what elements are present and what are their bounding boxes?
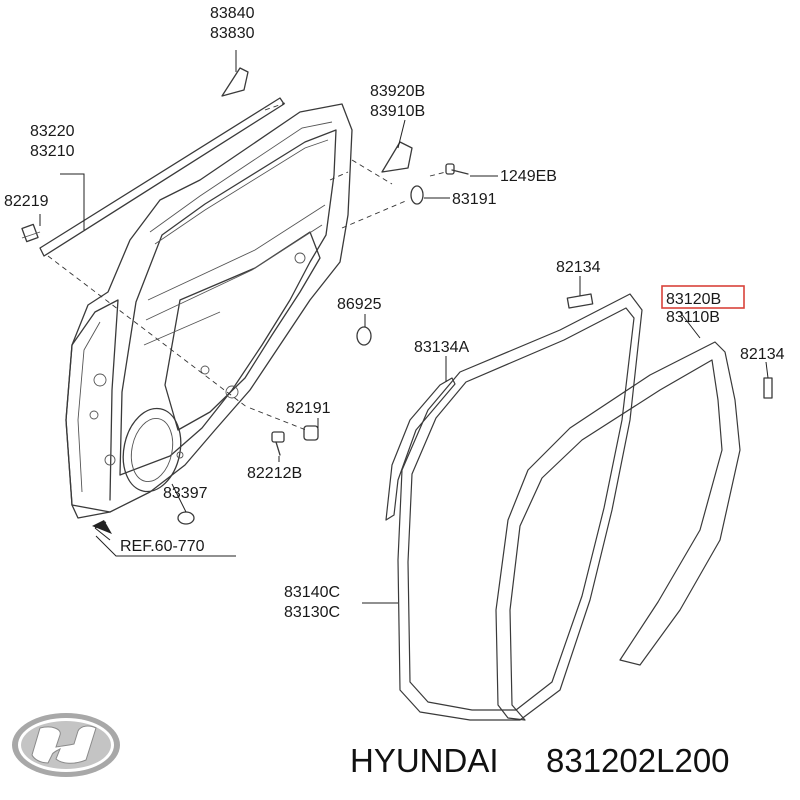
- seal-83134a-drawing: [385, 377, 456, 521]
- garnish-83840-drawing: [221, 67, 249, 97]
- label-82134-top: 82134: [556, 259, 601, 276]
- door-panel-drawing: [65, 103, 353, 519]
- screw-1249eb-drawing: [445, 163, 469, 175]
- weatherstrip-83120b-drawing: [495, 341, 741, 721]
- label-ref: REF.60-770: [120, 538, 205, 555]
- pad-82134-right-drawing: [763, 377, 773, 399]
- label-83120b[interactable]: 83120B: [666, 291, 721, 308]
- part-labels: 83840 83830 83920B 83910B 83220 83210 12…: [4, 5, 785, 621]
- label-82191: 82191: [286, 400, 331, 417]
- brand-name: HYUNDAI: [350, 742, 499, 779]
- label-83397: 83397: [163, 485, 208, 502]
- label-86925: 86925: [337, 296, 382, 313]
- label-82134-right: 82134: [740, 346, 785, 363]
- highlight-box: [661, 285, 745, 309]
- label-83140c: 83140C: [284, 584, 340, 601]
- label-82219: 82219: [4, 193, 49, 210]
- label-83910b: 83910B: [370, 103, 425, 120]
- plug-86925-drawing: [356, 326, 372, 346]
- screw-82212b-drawing: [271, 431, 285, 456]
- label-83191: 83191: [452, 191, 497, 208]
- leader-lines: [39, 50, 769, 604]
- clip-82219-drawing: [21, 223, 41, 243]
- hyundai-logo-icon: [12, 713, 120, 777]
- garnish-83920b-drawing: [381, 141, 413, 173]
- label-82212b: 82212B: [247, 465, 302, 482]
- label-83220: 83220: [30, 123, 75, 140]
- plug-83397-drawing: [177, 511, 195, 525]
- label-83110b: 83110B: [666, 309, 720, 326]
- label-83840: 83840: [210, 5, 255, 22]
- weatherstrip-83140c-drawing: [397, 293, 643, 721]
- stopper-82191-drawing: [303, 425, 319, 441]
- label-83830: 83830: [210, 25, 255, 42]
- belt-moulding-drawing: [39, 97, 285, 257]
- pad-82134-top-drawing: [566, 293, 594, 309]
- label-83134a: 83134A: [414, 339, 469, 356]
- ref-arrowhead: [92, 520, 112, 534]
- grommet-83191-drawing: [410, 185, 424, 205]
- label-83210: 83210: [30, 143, 75, 160]
- part-number: 831202L200: [546, 742, 730, 779]
- label-83920b: 83920B: [370, 83, 425, 100]
- label-1249eb: 1249EB: [500, 168, 557, 185]
- label-83130c: 83130C: [284, 604, 340, 621]
